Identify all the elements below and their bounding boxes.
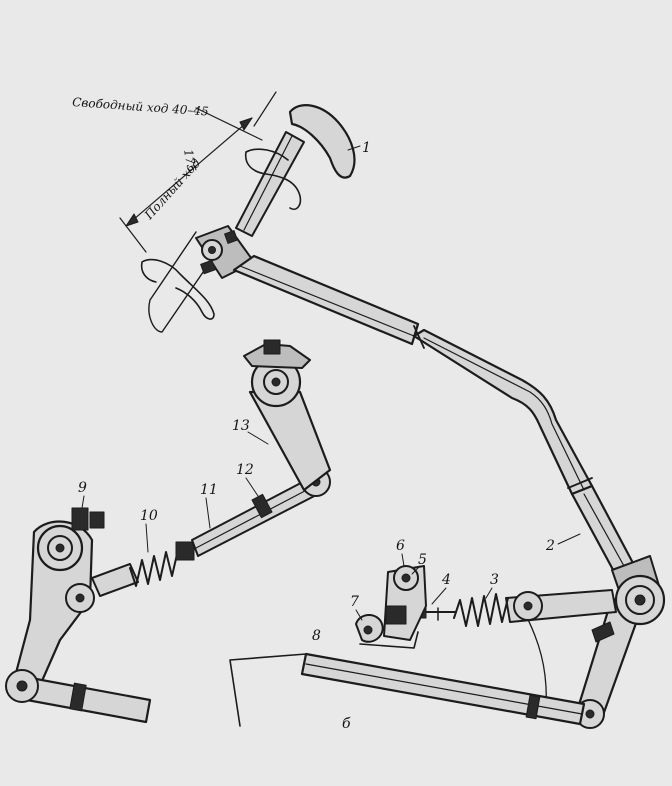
part-label-7: 7: [350, 594, 359, 610]
rod-segment-middle: [412, 328, 594, 496]
free-travel-label: Свободный ход 40–45: [72, 95, 209, 119]
pedal-pad-lower: [140, 258, 215, 320]
pedal-pad-upper: [288, 104, 356, 179]
part-label-10: 10: [140, 508, 158, 524]
part-label-9: 9: [78, 480, 87, 496]
pull-rod: [232, 254, 644, 592]
spring-bracket: [355, 565, 427, 649]
pedal-pad-middle: [244, 148, 302, 211]
part-label-4: 4: [441, 572, 451, 588]
spring-3: [453, 593, 509, 627]
left-lever-assembly: [5, 507, 152, 724]
full-travel-label: Полный ход: [141, 156, 203, 223]
part-label-13: 13: [232, 418, 250, 434]
part-labels: 1 2 3 4 5 6 7 8 9 10 11 12 13 б: [78, 140, 581, 732]
part-label-5: 5: [418, 552, 427, 568]
cross-rod: [300, 652, 586, 726]
break-line: [229, 653, 307, 727]
view-letter: б: [342, 716, 351, 732]
part-label-1: 1: [362, 140, 371, 156]
pedal-stem: [235, 131, 305, 237]
part-label-11: 11: [200, 482, 218, 498]
intermediate-lever: [243, 339, 332, 492]
part-label-3: 3: [490, 572, 499, 588]
full-travel-value: 175: [181, 148, 199, 173]
part-label-2: 2: [545, 538, 555, 554]
part-label-12: 12: [236, 462, 254, 478]
part-label-6: 6: [396, 538, 405, 554]
part-label-8: 8: [312, 628, 321, 644]
return-spring-rod: [411, 589, 617, 627]
spring-10: [129, 549, 179, 587]
